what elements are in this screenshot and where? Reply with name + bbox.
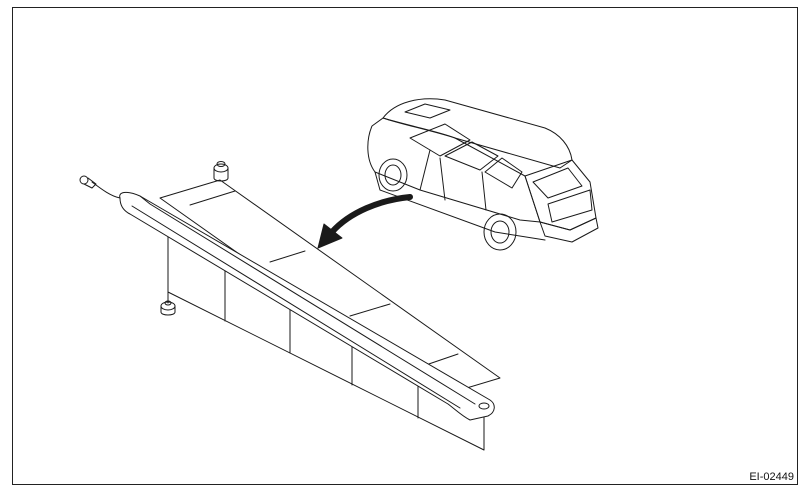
- vehicle-drawing: [367, 98, 599, 251]
- clip-fasteners: [79, 161, 229, 316]
- figure-reference-code: EI-02449: [749, 471, 794, 483]
- lower-clip: [160, 244, 176, 316]
- removal-arrow: [317, 194, 413, 249]
- diagram-frame: [12, 7, 798, 485]
- front-clip: [79, 175, 97, 189]
- upper-clip: [213, 161, 229, 182]
- side-sill-cover: [91, 179, 501, 451]
